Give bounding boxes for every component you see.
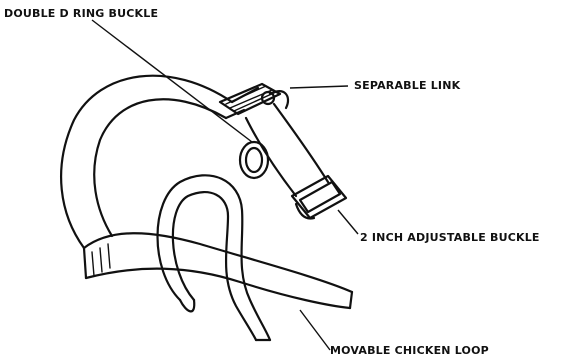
leader-chicken-loop <box>300 310 330 350</box>
buckle-strap-left <box>246 118 296 196</box>
d-ring-inner <box>246 148 262 172</box>
lower-strap-left <box>84 248 86 278</box>
leader-adjustable-buckle <box>338 210 358 234</box>
lower-strap-end <box>350 292 352 308</box>
buckle-strap-right <box>274 104 328 182</box>
lower-strap-top <box>84 233 352 292</box>
label-movable-chicken-loop: MOVABLE CHICKEN LOOP <box>330 345 489 357</box>
strap-stitch-1 <box>92 252 94 276</box>
label-double-d-ring-buckle: DOUBLE D RING BUCKLE <box>4 8 158 20</box>
strap-stitch-2 <box>100 248 102 272</box>
adjustable-buckle-bar <box>300 182 340 212</box>
strap-stitch-3 <box>108 244 110 268</box>
label-separable-link: SEPARABLE LINK <box>354 80 460 92</box>
chicken-loop-inner <box>173 192 256 340</box>
label-adjustable-buckle: 2 INCH ADJUSTABLE BUCKLE <box>360 232 540 244</box>
leader-separable-link <box>290 86 348 88</box>
chicken-loop-tail <box>180 300 194 311</box>
leader-double-d-ring <box>92 20 252 142</box>
lower-strap-bottom <box>86 269 350 308</box>
